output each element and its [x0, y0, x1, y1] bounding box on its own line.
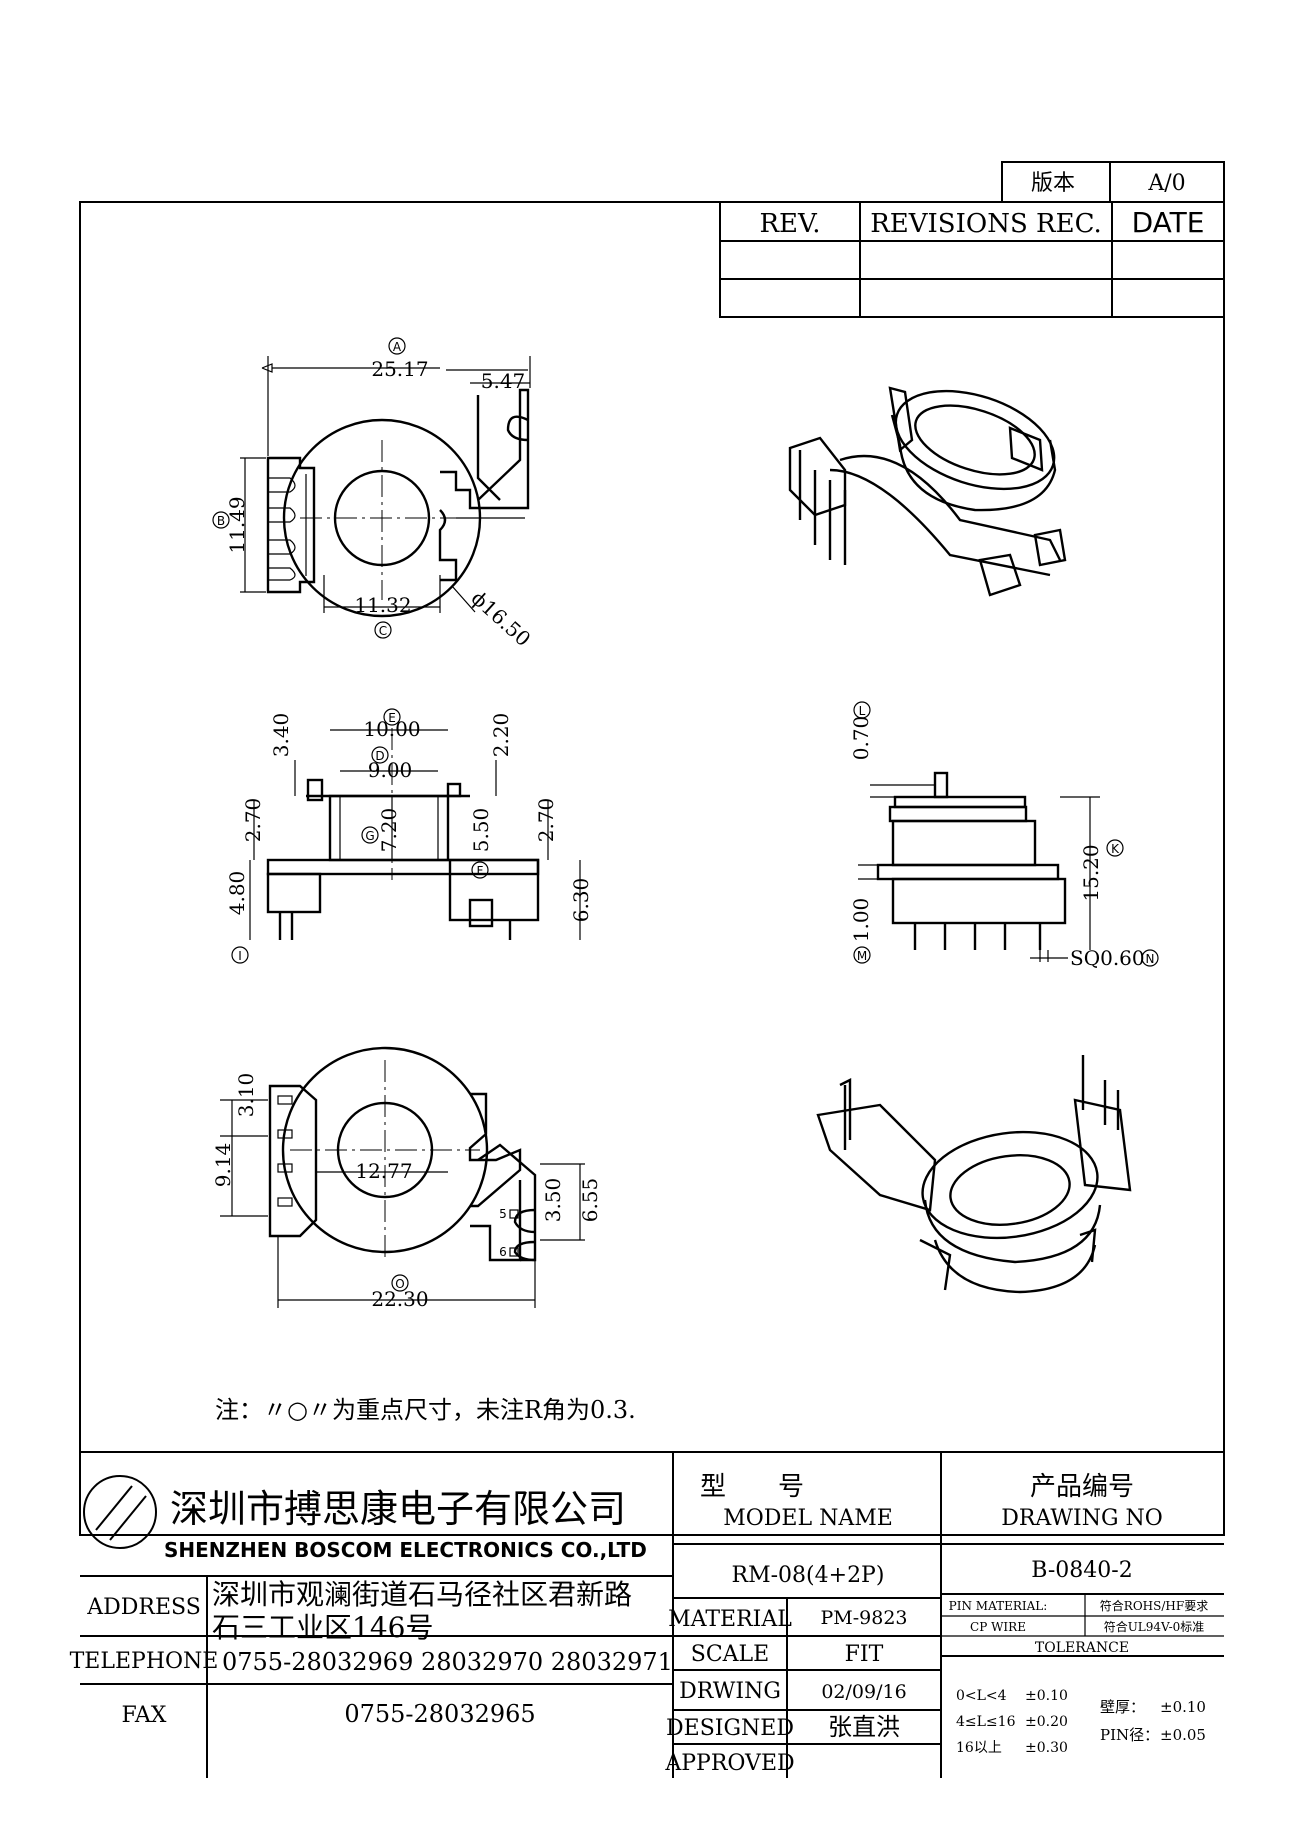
dim-sq0-60: SQ0.60	[1070, 946, 1145, 970]
wall-value: ±0.10	[1160, 1698, 1206, 1716]
dim-6-30: 6.30	[569, 878, 593, 923]
pin-material-label: PIN MATERIAL:	[949, 1599, 1048, 1613]
dim-25-17: 25.17	[371, 357, 428, 381]
drawing-date-label: DRWING	[679, 1679, 781, 1704]
tol-value-2: ±0.20	[1025, 1714, 1068, 1730]
drawing-note: 注：〃○〃为重点尺寸，未注R角为0.3.	[215, 1396, 636, 1424]
svg-text:B: B	[217, 514, 225, 528]
drawing-frame	[79, 201, 1225, 1536]
company-name-en: SHENZHEN BOSCOM ELECTRONICS CO.,LTD	[164, 1538, 647, 1562]
dim-diameter: ϕ16.50	[467, 586, 536, 651]
svg-text:N: N	[1146, 952, 1155, 966]
tol-value-3: ±0.30	[1025, 1740, 1068, 1756]
model-label-cn: 型 号	[700, 1472, 804, 1502]
tol-range-1: 0<L<4	[956, 1688, 1007, 1704]
telephone-label: TELEPHONE	[70, 1649, 219, 1674]
cp-wire-label: CP WIRE	[970, 1620, 1026, 1634]
company-logo	[83, 1475, 157, 1549]
revision-table: REV. REVISIONS REC. DATE	[719, 201, 1225, 318]
dim-9-14: 9.14	[211, 1143, 235, 1188]
rev-header: REV.	[759, 209, 820, 239]
wall-label: 壁厚：	[1100, 1698, 1145, 1716]
svg-text:O: O	[395, 1277, 404, 1291]
dim-4-80: 4.80	[225, 871, 249, 916]
dim-5-47: 5.47	[481, 369, 526, 393]
svg-text:L: L	[859, 704, 866, 718]
fax-label: FAX	[122, 1703, 167, 1728]
approved-label: APPROVED	[664, 1751, 794, 1776]
revisions-header: REVISIONS REC.	[870, 209, 1102, 239]
cp-wire-value: 符合UL94V-0标准	[1104, 1619, 1205, 1634]
dim-11-32: 11.32	[354, 593, 411, 617]
pin-material-value: 符合ROHS/HF要求	[1100, 1598, 1208, 1613]
dim-1-00: 1.00	[849, 898, 873, 943]
dim-6-55: 6.55	[578, 1178, 602, 1223]
model-label-en: MODEL NAME	[723, 1506, 893, 1531]
pin-dia-label: PIN径：	[1100, 1726, 1159, 1744]
company-name-cn: 深圳市搏思康电子有限公司	[170, 1487, 626, 1531]
scale-label: SCALE	[691, 1642, 769, 1667]
bottom-view: 5 6 3.10 9.14 12.77 3.50 6.55 22.30 O	[211, 1046, 602, 1311]
version-label: 版本	[1031, 171, 1075, 196]
dim-10-00: 10.00	[363, 717, 420, 741]
scale-value: FIT	[845, 1642, 884, 1667]
side-view: 0.70 L 15.20 K 1.00 M SQ0.60 N	[849, 701, 1159, 970]
marker-c	[374, 621, 392, 639]
svg-text:C: C	[379, 624, 387, 638]
drawing-label-cn: 产品编号	[1030, 1472, 1134, 1502]
svg-text:I: I	[238, 949, 242, 963]
tol-range-2: 4≤L≤16	[956, 1714, 1016, 1730]
dim-11-49: 11.49	[225, 496, 249, 553]
designed-value: 张直洪	[828, 1713, 900, 1741]
dim-15-20: 15.20	[1079, 844, 1103, 901]
svg-text:F: F	[477, 864, 484, 878]
dim-0-70: 0.70	[849, 716, 873, 761]
dim-5-50: 5.50	[469, 808, 493, 853]
telephone-value: 0755-28032969 28032970 28032971	[222, 1648, 673, 1676]
model-value: RM-08(4+2P)	[732, 1563, 885, 1588]
tol-range-3: 16以上	[956, 1740, 1002, 1756]
drawing-label-en: DRAWING NO	[1001, 1506, 1163, 1531]
svg-text:D: D	[375, 749, 384, 763]
fax-value: 0755-28032965	[344, 1700, 535, 1728]
drawing-number: B-0840-2	[1031, 1558, 1132, 1583]
isometric-view-top	[788, 386, 1067, 597]
svg-text:M: M	[857, 949, 867, 963]
dim-3-40: 3.40	[269, 713, 293, 758]
tol-value-1: ±0.10	[1025, 1688, 1068, 1704]
dim-2-70-right: 2.70	[534, 798, 558, 843]
front-view: 10.00 E 9.00 D 7.20 G 3.40 2.20 2.70 2.7…	[225, 708, 593, 964]
address-line1: 深圳市观澜街道石马径社区君新路	[212, 1578, 632, 1611]
marker-b	[212, 511, 230, 529]
svg-text:K: K	[1111, 842, 1120, 856]
isometric-view-bottom	[816, 1055, 1132, 1294]
tolerance-label: TOLERANCE	[1035, 1640, 1129, 1656]
material-label: MATERIAL	[668, 1607, 792, 1632]
title-block: 深圳市搏思康电子有限公司 SHENZHEN BOSCOM ELECTRONICS…	[70, 1451, 1224, 1778]
designed-label: DESIGNED	[666, 1716, 794, 1741]
pin-6-label: 6	[499, 1245, 507, 1259]
marker-a	[388, 337, 406, 355]
dim-2-20: 2.20	[489, 713, 513, 758]
dim-7-20: 7.20	[377, 808, 401, 853]
top-view: 25.17 5.47 A 11.49 B 11.32 C ϕ16.50	[212, 337, 536, 651]
material-value: PM-9823	[820, 1607, 907, 1629]
date-header: DATE	[1132, 206, 1205, 239]
pin-dia-value: ±0.05	[1160, 1726, 1206, 1744]
pin-5-label: 5	[499, 1207, 507, 1221]
svg-text:A: A	[393, 340, 402, 354]
drawing-date-value: 02/09/16	[821, 1681, 906, 1703]
dim-2-70-left: 2.70	[241, 798, 265, 843]
svg-text:E: E	[388, 711, 396, 725]
svg-text:G: G	[365, 829, 374, 843]
dim-3-50: 3.50	[541, 1178, 565, 1223]
dim-12-77: 12.77	[355, 1159, 412, 1183]
address-label: ADDRESS	[86, 1595, 201, 1620]
address-line2: 石三工业区146号	[212, 1611, 433, 1644]
version-value: A/0	[1147, 171, 1185, 196]
dim-3-10: 3.10	[234, 1073, 258, 1118]
